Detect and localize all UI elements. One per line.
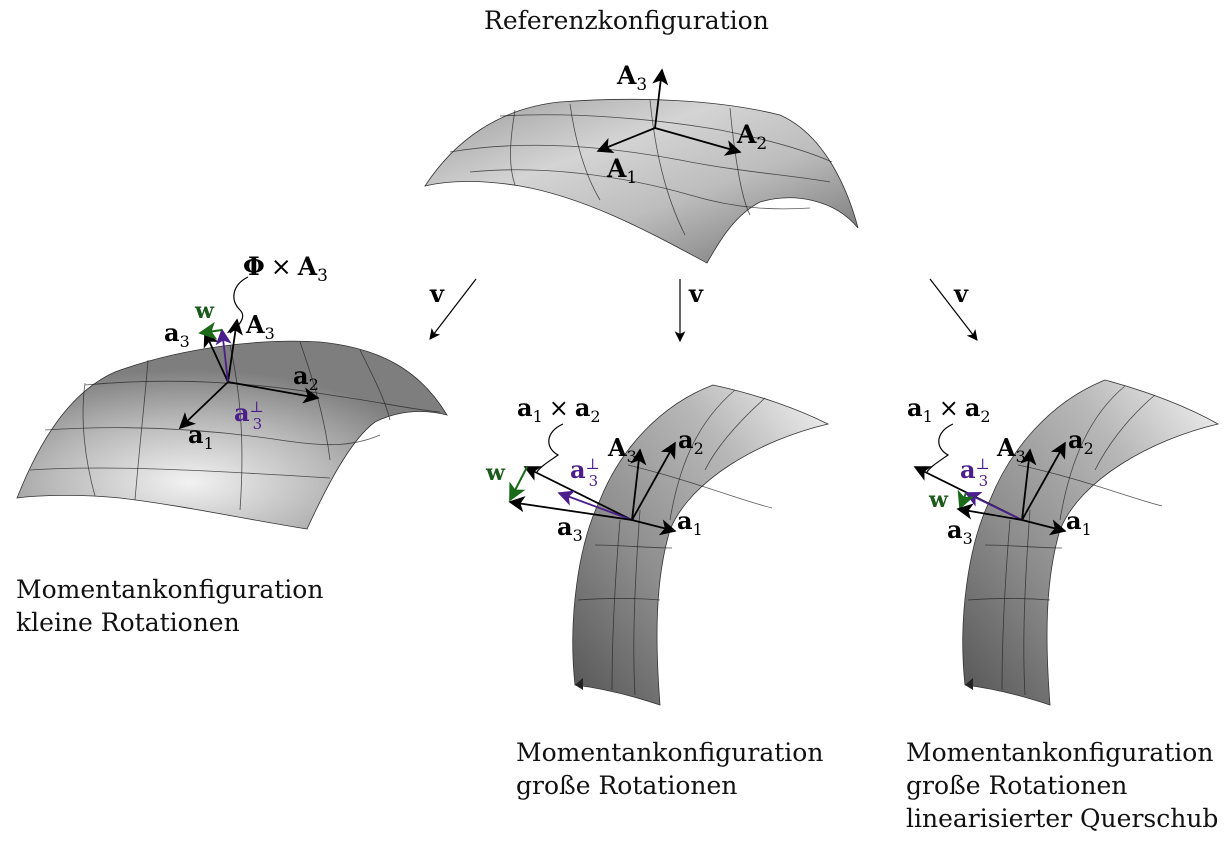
a3-perp-vector bbox=[215, 328, 232, 383]
linearized-shear-caption: Momentankonfiguration große Rotationen l… bbox=[906, 736, 1218, 835]
reference-configuration: A3 A2 A1 bbox=[424, 61, 859, 264]
a1-vector bbox=[631, 519, 677, 536]
A1-label: A1 bbox=[606, 154, 637, 188]
linearized-shear-grid bbox=[967, 385, 1163, 696]
w-vector bbox=[509, 466, 528, 502]
a3-label: a3 bbox=[557, 512, 583, 545]
small-rotations-caption: Momentankonfiguration kleine Rotationen bbox=[16, 573, 323, 639]
reference-grid bbox=[449, 99, 833, 236]
a2-label-2: a2 bbox=[1068, 425, 1094, 458]
A3-vector-2 bbox=[1020, 448, 1037, 521]
a2-vector-2 bbox=[1021, 441, 1066, 521]
linearized-shear-configuration: a1×a2 a⊥3 w A3 a2 a1 a3 bbox=[907, 379, 1220, 706]
small-rotations-surface bbox=[16, 340, 448, 530]
A2-label: A2 bbox=[736, 120, 767, 154]
small-rotations-caption-line2: kleine Rotationen bbox=[16, 608, 240, 637]
a1-vector bbox=[178, 381, 229, 430]
a1-label-2: a1 bbox=[1066, 506, 1092, 539]
a1xa2-label-2: a1×a2 bbox=[907, 393, 991, 426]
A3-vector bbox=[652, 68, 669, 129]
small-rotations-caption-line1: Momentankonfiguration bbox=[16, 575, 324, 604]
large-rotations-configuration: a1×a2 w a⊥3 A3 a2 a1 a3 bbox=[485, 384, 830, 706]
motion-label-right: v bbox=[953, 279, 969, 308]
a3-perp-label-2: a⊥3 bbox=[960, 455, 990, 490]
motion-label-center: v bbox=[688, 279, 704, 308]
w-label: w bbox=[194, 298, 215, 324]
large-rotations-caption-line2: große Rotationen bbox=[516, 771, 738, 800]
a3-perp-label: a⊥3 bbox=[570, 455, 600, 490]
A3-label: A3 bbox=[607, 433, 637, 466]
motion-label-left: v bbox=[429, 279, 445, 308]
motion-arrow-left bbox=[429, 278, 477, 340]
a1-label: a1 bbox=[188, 420, 214, 453]
a2-vector bbox=[631, 441, 676, 521]
a2-label: a2 bbox=[293, 361, 319, 394]
a1-label: a1 bbox=[677, 506, 703, 539]
motion-arrow-right bbox=[929, 278, 978, 341]
large-rotations-grid bbox=[577, 389, 773, 696]
A3-label: A3 bbox=[245, 310, 275, 343]
a3-vector bbox=[203, 330, 229, 383]
w-vector-2 bbox=[957, 489, 975, 510]
A3-label: A3 bbox=[616, 61, 647, 95]
w-label: w bbox=[485, 460, 506, 486]
a1xa2-label: a1×a2 bbox=[517, 393, 601, 426]
a3-vector-2 bbox=[956, 503, 1023, 521]
a2-vector bbox=[227, 381, 320, 404]
a1xa2-pointer bbox=[536, 423, 564, 473]
linearized-shear-caption-line1: Momentankonfiguration bbox=[906, 738, 1214, 767]
linearized-shear-surface bbox=[962, 379, 1220, 706]
large-rotations-caption: Momentankonfiguration große Rotationen bbox=[516, 736, 823, 802]
a3-perp-vector-2 bbox=[964, 492, 1023, 521]
linearized-shear-caption-line2: große Rotationen bbox=[906, 771, 1128, 800]
A3-label-2: A3 bbox=[996, 433, 1026, 466]
motion-arrows: v v v bbox=[429, 278, 978, 343]
a3-perp-label: a⊥3 bbox=[234, 398, 264, 433]
A1-vector bbox=[596, 127, 656, 154]
small-rotations-configuration: Φ×A3 w a3 A3 a2 a⊥3 a1 bbox=[16, 252, 448, 530]
w-vector bbox=[198, 321, 223, 340]
w-label-2: w bbox=[928, 487, 949, 513]
large-rotations-caption-line1: Momentankonfiguration bbox=[516, 738, 824, 767]
A3-vector bbox=[630, 448, 647, 521]
reference-surface bbox=[424, 98, 859, 264]
phi-cross-A3-label: Φ×A3 bbox=[243, 252, 328, 286]
a2-label: a2 bbox=[678, 425, 704, 458]
reference-title: Referenzkonfiguration bbox=[484, 6, 769, 35]
a1xa2-pointer-2 bbox=[926, 423, 954, 473]
a3-vector bbox=[508, 496, 633, 521]
a3-perp-vector bbox=[557, 490, 633, 521]
a3-label-2: a3 bbox=[947, 515, 973, 548]
a3-label: a3 bbox=[164, 318, 190, 351]
linearized-shear-caption-line3: linearisierter Querschub bbox=[906, 804, 1219, 833]
a1xa2-vector bbox=[523, 466, 633, 521]
a1-vector-2 bbox=[1021, 519, 1067, 536]
A2-vector bbox=[654, 127, 742, 156]
A3-vector bbox=[226, 318, 243, 383]
